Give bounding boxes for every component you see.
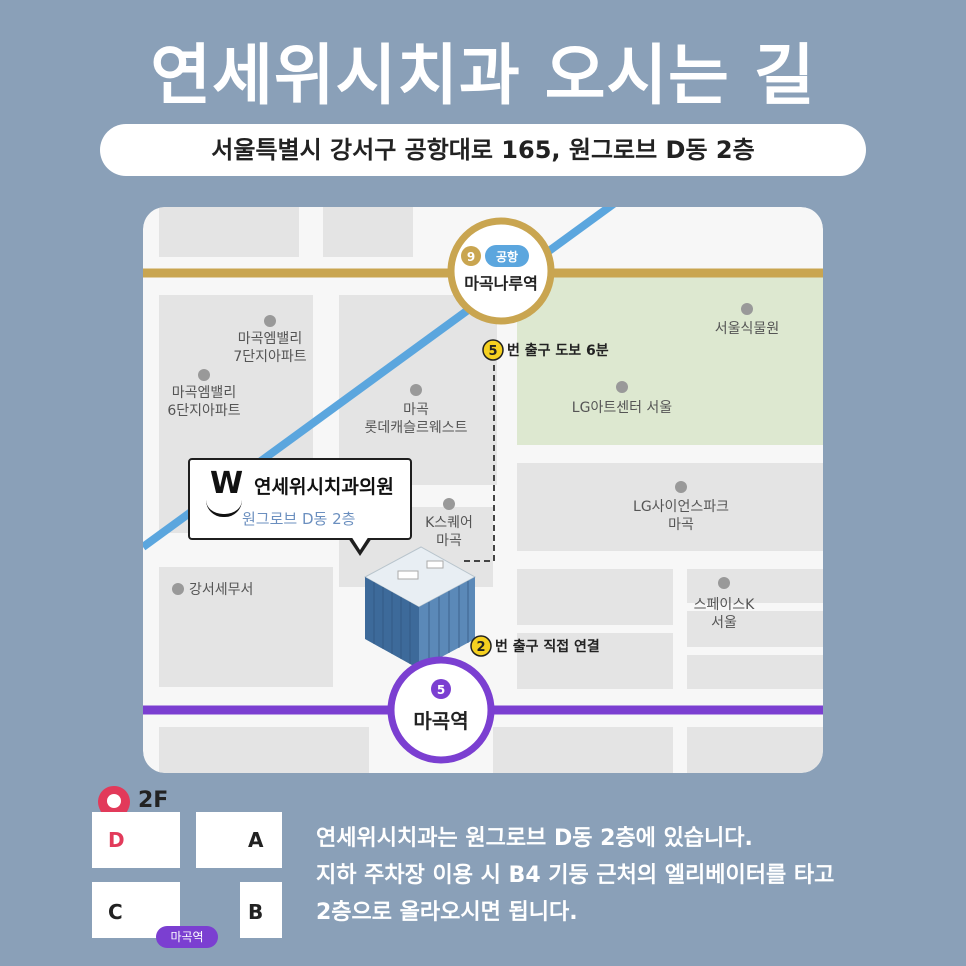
station-name: 마곡나루역 bbox=[464, 274, 538, 293]
park-area bbox=[517, 269, 823, 445]
exit5-label: 번 출구 도보 6분 bbox=[507, 342, 609, 359]
landmark-label: LG아트센터 서울 bbox=[572, 400, 672, 416]
landmark-dots bbox=[172, 303, 753, 595]
address-banner: 서울특별시 강서구 공항대로 165, 원그로브 D동 2층 bbox=[100, 124, 866, 176]
clinic-location: 원그로브 D동 2층 bbox=[242, 510, 356, 528]
clinic-callout: W 연세위시치과의원 원그로브 D동 2층 bbox=[188, 458, 412, 540]
svg-text:5: 5 bbox=[488, 344, 497, 359]
exit5-marker: 5 번 출구 도보 6분 bbox=[482, 339, 609, 361]
description-line: 연세위시치과는 원그로브 D동 2층에 있습니다. bbox=[316, 826, 753, 851]
landmark-label: 서울식물원 bbox=[715, 321, 779, 337]
station-magok: 5 마곡역 bbox=[387, 656, 495, 764]
block-label-b: B bbox=[248, 900, 264, 924]
description-line: 2층으로 올라오시면 됩니다. bbox=[316, 900, 578, 925]
svg-text:5: 5 bbox=[437, 683, 445, 697]
block-label-d: D bbox=[108, 828, 125, 852]
block-b bbox=[240, 882, 282, 938]
block-d bbox=[92, 812, 180, 868]
block-a bbox=[196, 812, 282, 868]
floor-label: 2F bbox=[138, 788, 169, 813]
svg-text:공항: 공항 bbox=[496, 249, 518, 264]
floor-plan: 2F D A C B 마곡역 bbox=[90, 784, 290, 954]
station-magoknaru: 9 공항 마곡나루역 bbox=[447, 217, 555, 325]
clinic-name: 연세위시치과의원 bbox=[254, 476, 394, 498]
building-icon bbox=[363, 546, 477, 669]
landmark-label: 강서세무서 bbox=[189, 582, 253, 598]
exit2-label: 번 출구 직접 연결 bbox=[495, 638, 600, 655]
block-label-a: A bbox=[248, 828, 264, 852]
description-line: 지하 주차장 이용 시 B4 기둥 근처의 엘리베이터를 타고 bbox=[316, 863, 835, 888]
walking-route bbox=[461, 365, 495, 562]
description: 연세위시치과는 원그로브 D동 2층에 있습니다. 지하 주차장 이용 시 B4… bbox=[316, 820, 936, 931]
station-name: 마곡역 bbox=[413, 709, 468, 733]
svg-text:9: 9 bbox=[467, 250, 475, 264]
clinic-logo: W bbox=[210, 466, 244, 501]
block-label-c: C bbox=[108, 900, 123, 924]
smile-icon bbox=[206, 500, 242, 517]
svg-text:2: 2 bbox=[476, 640, 485, 655]
exit2-marker: 2 번 출구 직접 연결 bbox=[470, 635, 600, 657]
page-title: 연세위시치과 오시는 길 bbox=[150, 37, 816, 114]
station-badge: 마곡역 bbox=[156, 926, 218, 948]
